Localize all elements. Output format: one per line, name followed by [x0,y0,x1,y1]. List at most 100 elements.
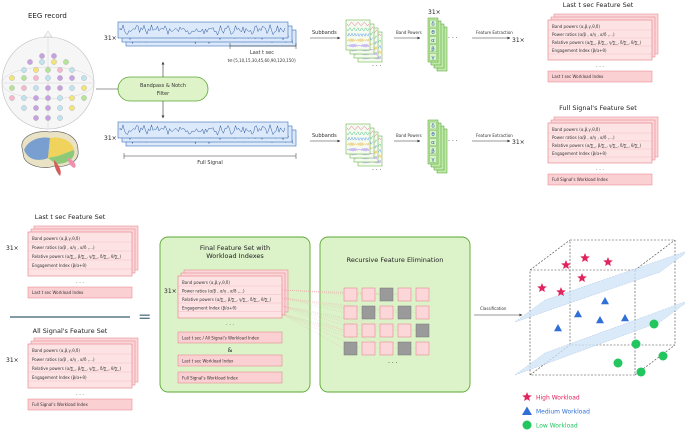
subband-trace [346,22,370,26]
rfe-cell-eliminated [361,305,376,320]
electrode-dot [45,75,51,81]
electrode-dot [45,67,51,73]
feature-item: Relative powers (α/∑_, β/∑_, γ/∑_, δ/∑_,… [182,297,272,302]
feature-item: Relative powers (α/∑_, β/∑_, γ/∑_, δ/∑_,… [552,143,642,148]
band-letter: γ [431,55,435,61]
electrode-dot [69,85,75,91]
electrode-dot [81,75,87,81]
legend-star-icon [522,392,532,401]
workload-label: Last t sec Workload Index [552,74,604,79]
feature-item: Engagement Index (β/α+θ) [32,263,87,268]
decision-plane-upper [514,251,685,323]
electrode-head-map [1,30,95,130]
electrode-dot [21,95,27,101]
equals-sign: = [138,307,151,326]
t-values-label: t∈{5,10,15,30,45,60,90,120,150} [228,58,297,63]
electrode-dot [57,105,63,111]
electrode-dot [33,105,39,111]
feature-item: Power ratios (α/β , α/γ , α/δ ,…) [32,245,95,250]
low-workload-circle [658,351,668,361]
rfe-cell [379,305,394,320]
bandpass-label-1: Bandpass & Notch [140,83,186,89]
workload-box [27,286,133,299]
electrode-dot [9,95,15,101]
classification-label: Classification [480,306,507,311]
workload-box [547,70,653,83]
band-letter: α [431,140,435,146]
feature-card [27,343,133,389]
final-title-line2: Workload Indexes [206,252,264,260]
electrode-dot [21,105,27,111]
rfe-cell [415,341,430,356]
rfe-cell [415,287,430,302]
high-workload-star [577,273,587,282]
high-workload-star [537,283,547,292]
final-title-line1: Final Feature Set with [200,244,270,252]
high-workload-star [556,287,566,296]
final-workload-box [177,371,283,384]
high-workload-star [561,260,571,269]
feature-item: Band powers (α,β,γ,θ,δ) [182,280,230,285]
feature-set-all-bottom: Band powers (α,β,γ,θ,δ)Power ratios (α/β… [27,337,139,411]
rfe-cell [361,323,376,338]
wave-trace [119,123,286,136]
feature-item: Relative powers (α/∑_, β/∑_, γ/∑_, δ/∑_,… [32,366,122,371]
rfe-connector [281,297,399,313]
feature-item: Power ratios (α/β , α/γ , α/δ ,…) [552,135,615,140]
electrode-dot [69,95,75,101]
electrode-dot [57,75,63,81]
electrode-dot [9,85,15,91]
workload-label: Full Signal's Workload Index [32,402,88,407]
subband-trace [346,147,370,152]
full-set-title-top: Full Signal's Feature Set [559,104,637,112]
multiplier-31-bands: 31× [428,9,441,16]
electrode-dot [57,95,63,101]
low-workload-circle [631,339,641,349]
band-cell [429,121,437,130]
high-workload-star [580,253,590,262]
last-set-title-bottom: Last t sec Feature Set [35,213,106,221]
rfe-cell-eliminated [343,341,358,356]
multiplier-31-final: 31× [164,288,177,295]
feature-item: Power ratios (α/β , α/γ , α/δ ,…) [182,289,245,294]
electrode-dot [81,85,87,91]
last-t-label: Last t sec [250,50,274,56]
cube-edge [529,239,571,271]
band-cell [429,36,437,44]
subband-trace [346,126,370,130]
rfe-cell [343,305,358,320]
feature-dots: · · · [596,64,604,70]
rfe-cell-eliminated [397,305,412,320]
subband-trace [346,37,370,43]
workload-box [27,398,133,411]
band-powers-label-lower: Band Powers [396,133,422,138]
band-letter: α [431,38,435,44]
feature-card [27,231,133,277]
electrode-dot [27,59,33,65]
band-dots-upper: · · · [448,35,458,42]
rfe-connector [281,289,399,295]
feature-item: Band powers (α,β,γ,θ,δ) [32,348,80,353]
final-workload-label: Full Signal's Workload Index [182,376,238,381]
legend-circle-icon [522,420,532,430]
multiplier-31-bottom-upper: 31× [6,245,19,252]
low-workload-circle [636,367,646,377]
subbands-label-lower: Subbands [312,133,337,139]
feature-item: Engagement Index (β/α+θ) [32,375,87,380]
legend-label: Medium Workload [536,409,590,416]
band-letter: θ [431,30,435,36]
medium-workload-triangle [621,314,629,322]
subband-stack-lower [345,123,383,167]
feature-extraction-label-upper: Feature Extraction [476,30,513,35]
brain-icon [21,131,79,176]
rfe-cell [361,341,376,356]
rfe-connector [281,289,417,295]
electrode-dot [39,59,45,65]
electrode-dot [21,85,27,91]
rfe-cell [415,305,430,320]
rfe-connector [281,297,345,313]
band-dots-lower: · · · [448,138,458,145]
final-workload-box [177,354,283,367]
feature-item: Power ratios (α/β , α/γ , α/δ ,…) [552,32,615,37]
